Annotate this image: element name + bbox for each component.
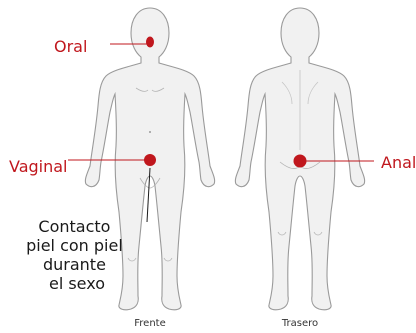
- vaginal-marker: [144, 154, 156, 166]
- oral-marker: [146, 36, 154, 48]
- contact-label: Contacto piel con piel durante el sexo: [26, 217, 128, 293]
- vaginal-label: Vaginal: [9, 157, 68, 176]
- anal-marker: [293, 154, 307, 168]
- front-caption: Frente: [134, 318, 165, 329]
- anal-label: Anal: [381, 153, 416, 172]
- front-figure: [84, 7, 216, 311]
- oral-label: Oral: [54, 37, 87, 56]
- contact-leader-line: [146, 167, 151, 223]
- back-caption: Trasero: [281, 318, 318, 329]
